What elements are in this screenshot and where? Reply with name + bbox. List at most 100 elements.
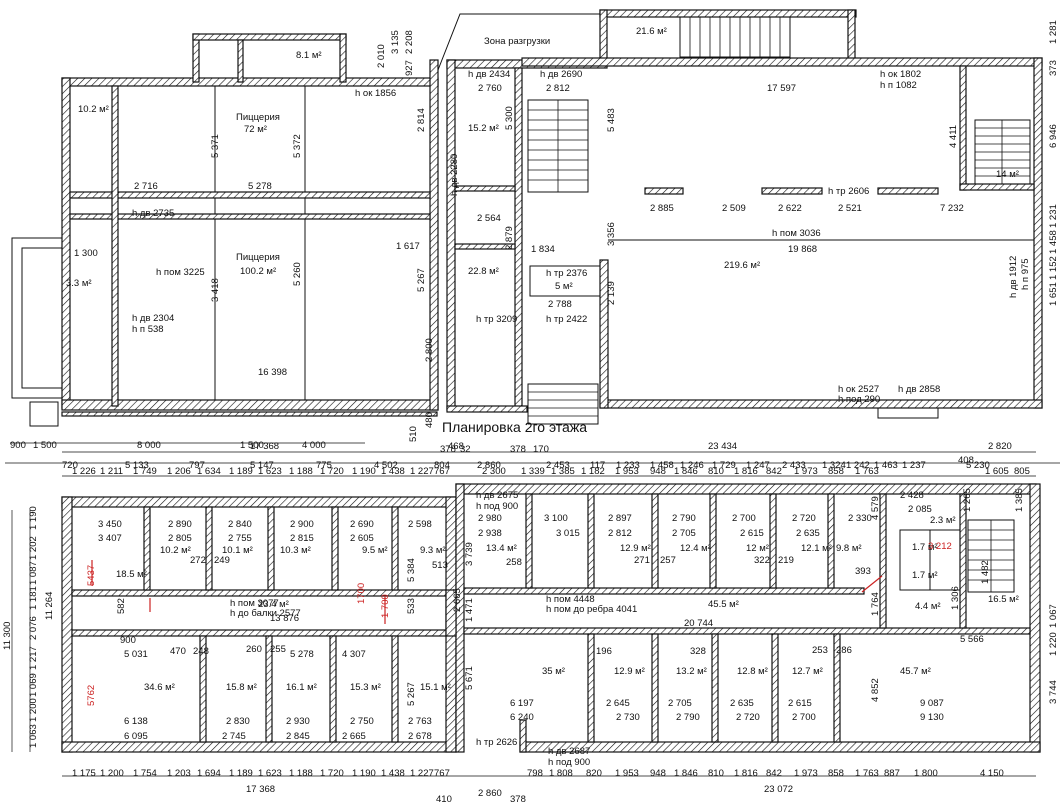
wall (454, 185, 516, 192)
dim-label: 510 (408, 426, 419, 442)
height-label: h дв 2735 (132, 208, 174, 219)
wall (769, 493, 777, 589)
dim-label: 858 (828, 768, 844, 779)
dim-label: 6 138 (124, 716, 148, 727)
dim-label: 2 635 (796, 528, 820, 539)
floor1-dimensions (5, 442, 1060, 464)
wall (587, 633, 595, 743)
wall (711, 633, 719, 743)
room-area: 12.8 м² (737, 666, 768, 677)
dim-label: 3 450 (98, 519, 122, 530)
wall (192, 33, 200, 83)
dim-label: 2 845 (286, 731, 310, 742)
dim-label: 2 790 (676, 712, 700, 723)
area-label: 10.2 м² (78, 104, 109, 115)
door-dim: 533 (406, 598, 417, 614)
dim-label: 5 267 (406, 682, 417, 706)
dim-label: 1 227 (410, 466, 434, 477)
dim-label: 11 300 (2, 622, 13, 650)
room-area: 16.1 м² (286, 682, 317, 693)
room-area: 9.3 м² (420, 545, 446, 556)
area-label: 219.6 м² (724, 260, 760, 271)
dim-label: 1 181 (28, 586, 39, 610)
dim-label: 3 100 (544, 513, 568, 524)
steps (29, 401, 59, 427)
dim-label: 1 385 (551, 466, 575, 477)
dim-label: 4 579 (870, 496, 881, 520)
dim-label: 2 010 (376, 44, 387, 68)
area-label: 3.3 м² (66, 278, 92, 289)
wall (959, 65, 967, 191)
dim-label: 1 438 (381, 466, 405, 477)
dim-label: 1 069 (28, 673, 39, 697)
dim-label: 2 635 (730, 698, 754, 709)
dim-label: 1 482 (980, 560, 991, 584)
dim-label: 408 (958, 455, 974, 466)
dim-label: 2 665 (452, 588, 463, 612)
room-area: 16.5 м² (988, 594, 1019, 605)
door-dim: 271 (634, 555, 650, 566)
column (761, 187, 823, 195)
dim-label: 805 (1014, 466, 1030, 477)
dim-label: 1 188 (289, 768, 313, 779)
dim-label: 2 812 (608, 528, 632, 539)
dim-label: 5 147 (250, 460, 274, 471)
dim-label: 1 816 (734, 768, 758, 779)
floor2-labels: 17 368 468 23 434 2 820 408 1 226 1 211 … (2, 441, 1059, 805)
height-label: h дв 2687 (548, 746, 590, 757)
dim-label: 1 634 (197, 466, 221, 477)
dim-label: 1 808 (549, 768, 573, 779)
dim-label: 2 897 (608, 513, 632, 524)
dim-label: 5 278 (290, 649, 314, 660)
dim-label: 378 (510, 794, 526, 805)
dim-label: 3 356 (606, 222, 617, 246)
room-area: 12.4 м² (680, 543, 711, 554)
room-area: 12.1 м² (801, 543, 832, 554)
room-area: 45.5 м² (708, 599, 739, 610)
dim-label: 1 754 (133, 768, 157, 779)
wall (525, 493, 533, 589)
dim-label: 8 000 (137, 440, 161, 451)
room-area: 15.3 м² (350, 682, 381, 693)
wall (833, 633, 841, 743)
dim-label: 3 407 (98, 533, 122, 544)
dim-label: 2 745 (222, 731, 246, 742)
dim-label: 2 700 (732, 513, 756, 524)
height-label: h ок 2527 (838, 384, 879, 395)
wall (61, 496, 457, 508)
wall (205, 506, 213, 591)
dim-label: 2 300 (482, 466, 506, 477)
wall (446, 405, 528, 413)
dim-label: 1 500 (33, 440, 57, 451)
red-dim: 5762 (86, 685, 97, 706)
red-dim: 3 212 (928, 541, 952, 552)
dim-label: 797 (189, 460, 205, 471)
dim-label: 1 242 (846, 460, 870, 471)
door-dim: 253 (812, 645, 828, 656)
door-dim: 322 (754, 555, 770, 566)
loading-zone (437, 13, 610, 71)
door-dim: 248 (193, 646, 209, 657)
dim-label: 5 300 (504, 106, 515, 130)
room-area: 1.7 м² (912, 542, 938, 553)
wall (599, 9, 608, 63)
area-label: 5 м² (555, 281, 573, 292)
dim-label: 1 152 (1048, 256, 1059, 280)
dim-label: 1 800 (914, 768, 938, 779)
dim-label: 1 190 (352, 768, 376, 779)
room-area: 10.3 м² (280, 545, 311, 556)
dim-label: 948 (650, 768, 666, 779)
column (644, 187, 684, 195)
height-label: h пом 3077 (230, 598, 279, 609)
page-title: Планировка 2го этажа (442, 419, 587, 435)
floor2-dimensions (11, 451, 1036, 777)
dim-label: 2 860 (477, 460, 501, 471)
dim-label: 5 384 (406, 558, 417, 582)
dim-label: 2 840 (228, 519, 252, 530)
wall (199, 635, 207, 743)
dim-label: 117 (590, 460, 605, 471)
dim-label: 1 764 (870, 592, 881, 616)
dim-label: 1 605 (985, 466, 1009, 477)
height-label: h тр 2606 (828, 186, 869, 197)
room-area: 13.2 м² (676, 666, 707, 677)
